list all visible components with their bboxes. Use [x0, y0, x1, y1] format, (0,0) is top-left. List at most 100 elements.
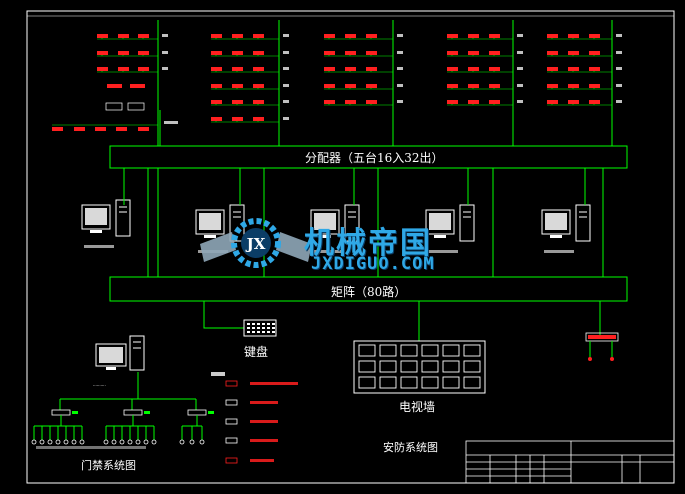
camera-icon [52, 127, 63, 131]
camera-icon [345, 100, 356, 104]
camera-icon [489, 67, 500, 71]
door-device-tags [36, 446, 146, 449]
decoder-box [127, 102, 145, 111]
door-device-icon [31, 439, 37, 445]
camera-icon [568, 100, 579, 104]
video-wall [353, 340, 486, 394]
distributor-box [109, 145, 628, 169]
camera-icon [468, 34, 479, 38]
floor-tag [397, 84, 403, 87]
monitor-stand [550, 235, 562, 238]
door-controller [51, 409, 71, 416]
decoder-box [105, 102, 123, 111]
access-control-subsystem: ·········· [31, 335, 214, 449]
video-wall-screen [400, 360, 418, 373]
camera-icon [489, 84, 500, 88]
camera-icon [489, 34, 500, 38]
monitor-icon [195, 209, 225, 235]
keyboard-key [267, 331, 270, 333]
distributor-matrix-lines [123, 168, 604, 277]
floor-tag [517, 34, 523, 37]
door-device-icon [55, 439, 61, 445]
watermark-url: JXDIGUO.COM [311, 254, 435, 274]
camera-icon [589, 100, 600, 104]
door-device-icon [119, 439, 125, 445]
camera-icon [138, 67, 149, 71]
monitor-screen [429, 213, 451, 230]
camera-icon [211, 100, 222, 104]
keyboard-key [272, 327, 275, 329]
keyboard-device [243, 319, 277, 337]
legend-text [250, 382, 298, 385]
security-system-label: 安防系统图 [383, 441, 438, 454]
monitor-stand [90, 230, 102, 233]
camera-icon [568, 84, 579, 88]
watermark-title: 机械帝国 [304, 226, 432, 261]
camera-icon [253, 100, 264, 104]
camera-icon [138, 127, 149, 131]
floor-tag [616, 67, 622, 70]
watermark-emblem: JX [200, 218, 312, 268]
floor-tag [397, 67, 403, 70]
drawing-frame [26, 10, 675, 484]
camera-icon [468, 51, 479, 55]
workstation-tag [428, 250, 458, 253]
camera-icon [211, 84, 222, 88]
door-device-icon [143, 439, 149, 445]
keyboard-label: 键盘 [244, 345, 269, 359]
video-wall-screen [379, 376, 397, 389]
workstation-tag [544, 250, 574, 253]
floor-tag [397, 100, 403, 103]
camera-icon [547, 34, 558, 38]
camera-icon [345, 67, 356, 71]
legend-text [250, 401, 278, 404]
tower-icon [344, 204, 360, 242]
keyboard-key [247, 331, 250, 333]
camera-icon [97, 51, 108, 55]
floor-tag [283, 34, 289, 37]
video-wall-screen [442, 344, 460, 357]
camera-icon [568, 67, 579, 71]
camera-icon [211, 51, 222, 55]
door-device-icon [63, 439, 69, 445]
trunk-lines [157, 20, 613, 146]
floor-tag [162, 34, 168, 37]
camera-icon [116, 127, 127, 131]
camera-icon [468, 67, 479, 71]
camera-icon [345, 51, 356, 55]
video-wall-screen [379, 360, 397, 373]
camera-icon [114, 84, 122, 88]
floor-tag [397, 34, 403, 37]
floor-tag [517, 51, 523, 54]
camera-icon [324, 84, 335, 88]
monitor-stand [434, 235, 446, 238]
door-device-icon [127, 439, 133, 445]
legend-text [250, 459, 274, 462]
floor-tag [616, 84, 622, 87]
matrix-output-lines [203, 301, 601, 341]
camera-icon [97, 67, 108, 71]
keyboard-key [257, 327, 260, 329]
camera-icon [211, 34, 222, 38]
floor-tag [283, 51, 289, 54]
workstation-tag [84, 245, 114, 248]
camera-icon [211, 117, 222, 121]
door-device-icon [189, 439, 195, 445]
camera-icon [130, 84, 138, 88]
door-device-icon [135, 439, 141, 445]
legend-symbol [225, 380, 238, 387]
legend-symbol [225, 457, 238, 464]
floor-tag [162, 51, 168, 54]
camera-icon [138, 51, 149, 55]
camera-icon [232, 51, 243, 55]
camera-icon [447, 34, 458, 38]
floor-tag [517, 84, 523, 87]
camera-icon [345, 84, 356, 88]
camera-icon [489, 51, 500, 55]
floor-tag [397, 51, 403, 54]
camera-icon [253, 84, 264, 88]
monitor-screen [199, 213, 221, 230]
video-wall-screen [463, 376, 481, 389]
matrix-box [109, 276, 628, 302]
